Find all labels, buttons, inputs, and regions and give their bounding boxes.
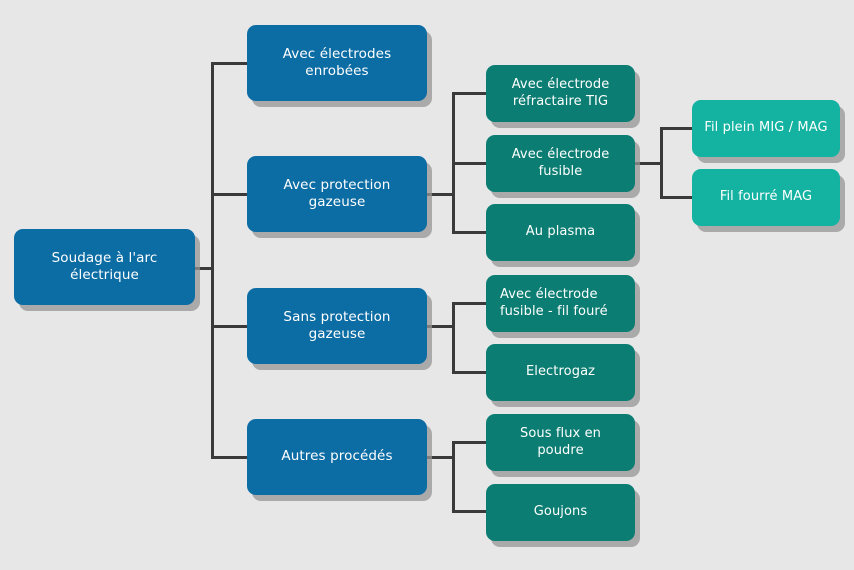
node-avec-electrode-refractaire-tig[interactable]: Avec électrode réfractaire TIG — [486, 65, 635, 122]
connector-trunk-sans-gaz — [452, 302, 455, 373]
node-sous-flux-en-poudre[interactable]: Sous flux en poudre — [486, 414, 635, 471]
node-label: Avec électrode fusible - fil fouré — [500, 286, 608, 319]
node-label: Fil plein MIG / MAG — [704, 120, 828, 136]
connector-to-avec-gaz — [211, 193, 249, 196]
connector-trunk-autres — [452, 441, 455, 512]
node-label: Avec électrode réfractaire TIG — [511, 76, 610, 109]
node-label: Au plasma — [525, 224, 596, 240]
node-label: Electrogaz — [525, 364, 596, 380]
connector-to-mig-mag — [660, 127, 694, 130]
connector-sans-gaz-stub — [427, 325, 455, 328]
node-label: Sous flux en poudre — [519, 425, 602, 458]
node-electrogaz[interactable]: Electrogaz — [486, 344, 635, 401]
connector-avec-gaz-stub — [427, 193, 455, 196]
connector-fusible-stub — [635, 162, 663, 165]
node-label: Autres procédés — [281, 448, 393, 465]
connector-to-plasma — [452, 231, 488, 234]
node-label: Fil fourré MAG — [719, 189, 813, 205]
connector-trunk-level2 — [211, 62, 214, 459]
node-avec-electrode-fusible[interactable]: Avec électrode fusible — [486, 135, 635, 192]
node-root[interactable]: Soudage à l'arc électrique — [14, 229, 195, 305]
connector-to-enrobees — [211, 62, 249, 65]
node-au-plasma[interactable]: Au plasma — [486, 204, 635, 261]
node-label: Avec électrode fusible — [511, 146, 610, 179]
node-avec-electrodes-enrobees[interactable]: Avec électrodes enrobées — [247, 25, 427, 101]
node-label: Avec électrodes enrobées — [282, 45, 392, 79]
connector-autres-stub — [427, 456, 455, 459]
connector-to-autres — [211, 456, 249, 459]
connector-to-fil-foure — [452, 302, 488, 305]
node-goujons[interactable]: Goujons — [486, 484, 635, 541]
node-avec-electrode-fusible-fil-foure[interactable]: Avec électrode fusible - fil fouré — [486, 275, 635, 332]
connector-to-fusible — [452, 162, 488, 165]
node-root-label: Soudage à l'arc électrique — [51, 249, 158, 283]
node-fil-fourre-mag[interactable]: Fil fourré MAG — [692, 169, 840, 226]
connector-to-sans-gaz — [211, 325, 249, 328]
connector-root-stub — [195, 267, 214, 270]
node-autres-procedes[interactable]: Autres procédés — [247, 419, 427, 495]
connector-to-tig — [452, 92, 488, 95]
connector-to-sous-flux — [452, 441, 488, 444]
node-fil-plein-mig-mag[interactable]: Fil plein MIG / MAG — [692, 100, 840, 157]
connector-to-electrogaz — [452, 371, 488, 374]
node-label: Avec protection gazeuse — [283, 176, 391, 210]
connector-trunk-fusible — [660, 127, 663, 198]
node-avec-protection-gazeuse[interactable]: Avec protection gazeuse — [247, 156, 427, 232]
connector-to-goujons — [452, 510, 488, 513]
node-label: Goujons — [533, 504, 588, 520]
node-label: Sans protection gazeuse — [283, 308, 391, 342]
connector-to-fourre-mag — [660, 196, 694, 199]
node-sans-protection-gazeuse[interactable]: Sans protection gazeuse — [247, 288, 427, 364]
